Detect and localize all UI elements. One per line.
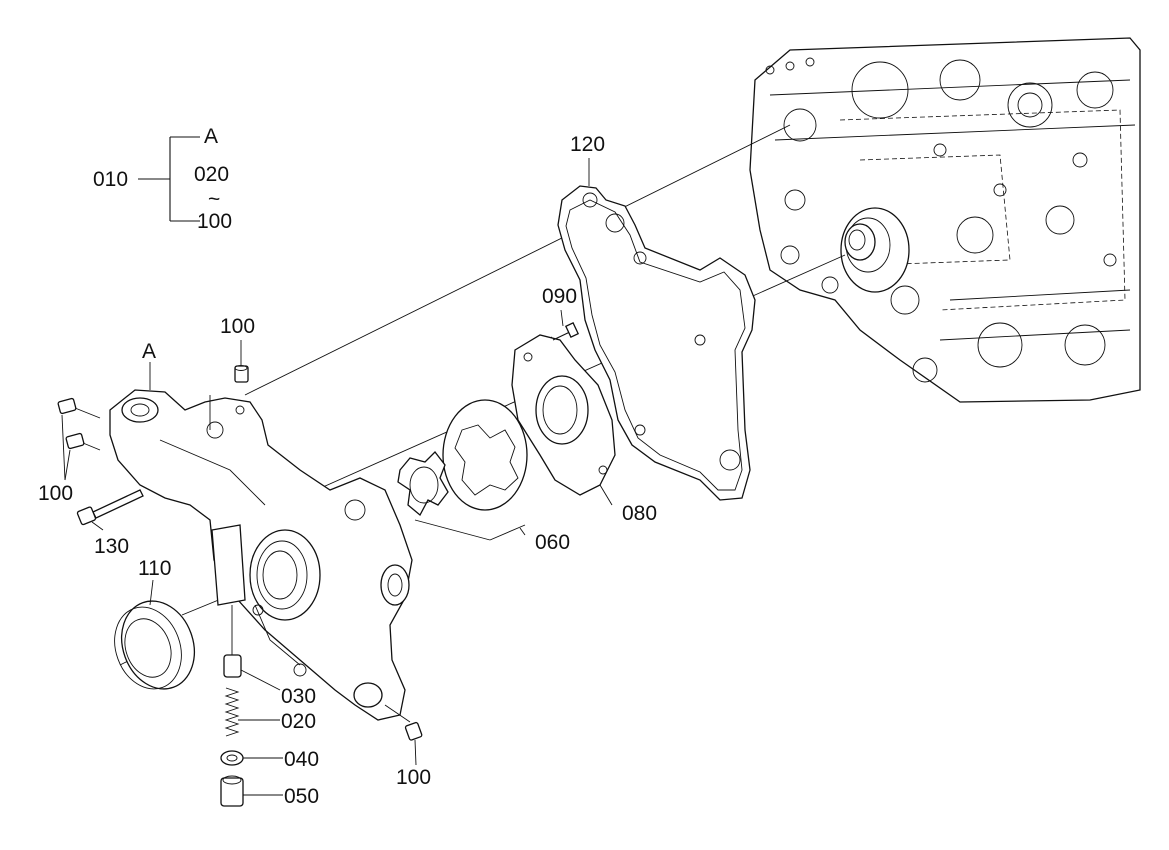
bolt-130-drawing <box>76 489 144 526</box>
legend-bracket: 010 A 020 ~ 100 <box>93 125 232 233</box>
callout-020: 020 <box>281 710 316 733</box>
oil-seal-110-drawing <box>114 600 195 690</box>
callout-130: 130 <box>94 535 129 558</box>
callout-030: 030 <box>281 685 316 708</box>
callout-080: 080 <box>622 502 657 525</box>
engine-block-drawing <box>749 37 1141 403</box>
callout-040: 040 <box>284 748 319 771</box>
legend-middle-label: 020 <box>194 163 229 186</box>
legend-top-label: A <box>204 125 218 148</box>
rotor-set-060-drawing <box>397 399 528 541</box>
legend-tilde: ~ <box>208 188 220 211</box>
legend-bottom-label: 100 <box>197 210 232 233</box>
plugs-100-drawing <box>57 365 423 741</box>
gasket-120-drawing <box>557 185 756 501</box>
callout-120: 120 <box>570 133 605 156</box>
callout-060: 060 <box>535 531 570 554</box>
front-housing-drawing <box>109 389 413 721</box>
legend-root-label: 010 <box>93 168 128 191</box>
callout-a-housing: A <box>142 340 156 363</box>
pump-plate-080-drawing <box>511 334 616 496</box>
callout-110: 110 <box>138 557 171 580</box>
callout-100-left: 100 <box>38 482 73 505</box>
callout-090: 090 <box>542 285 577 308</box>
relief-valve-drawing <box>220 605 283 807</box>
bolt-090-drawing <box>552 322 580 341</box>
callout-100-bottom: 100 <box>396 766 431 789</box>
callout-050: 050 <box>284 785 319 808</box>
callout-100-top: 100 <box>220 315 255 338</box>
leader-lines <box>61 158 613 766</box>
callout-labels: A 100 100 100 130 110 030 020 040 050 06… <box>38 133 657 808</box>
